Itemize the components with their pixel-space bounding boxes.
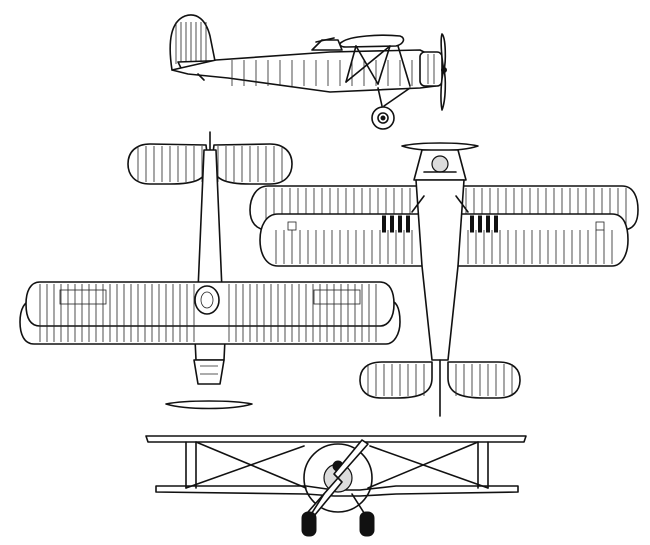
top-view-cockpit [194,285,220,315]
bomb-mark [382,215,386,233]
top-view [19,131,401,410]
side-view-landing-gear [371,87,411,130]
front-view-landing-gear [301,493,375,537]
bomb-mark [494,215,498,233]
side-view-tail [169,14,217,71]
side-view-fuselage-frames [231,60,413,86]
bottom-view-engine [413,149,467,181]
front-view [145,435,527,537]
bomb-mark [406,215,410,233]
top-view-tailplane [127,143,293,185]
front-view-upper-wing [145,435,527,443]
bottom-view-landing-gear [411,195,469,213]
front-view-interplane-struts [185,441,489,489]
top-view-propeller [165,400,253,410]
side-view [169,14,447,130]
side-view-engine-cowling [419,51,443,87]
bomb-mark [398,215,402,233]
bottom-view [249,142,639,417]
bottom-view-fuselage [415,179,465,361]
bottom-view-bombs [382,215,498,233]
side-view-propeller [440,33,447,111]
side-view-gunner-cockpit [311,37,343,51]
side-view-upper-wing [339,34,405,48]
top-view-engine-nose [193,359,225,385]
bomb-mark [470,215,474,233]
bomb-mark [478,215,482,233]
side-view-struts [345,45,411,87]
bottom-view-tailplane [359,361,521,399]
bomb-mark [390,215,394,233]
side-view-tailskid [197,73,205,81]
bomb-mark [486,215,490,233]
